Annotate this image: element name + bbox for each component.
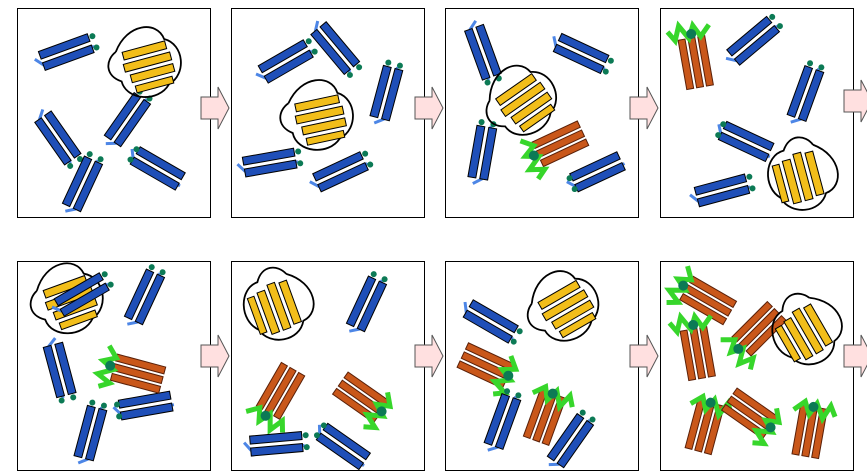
panel-illustration	[18, 262, 211, 471]
panel-row2-step3	[445, 261, 639, 471]
panel-row2-step1	[17, 261, 211, 471]
amyloid-aggregate	[327, 367, 396, 433]
unfolded-hairpin	[33, 31, 101, 72]
panel-row1-step4	[660, 8, 854, 218]
amyloid-aggregate	[453, 337, 521, 398]
step-arrow	[200, 333, 230, 379]
step-arrow	[414, 85, 444, 131]
unfolded-hairpin	[307, 17, 364, 80]
unfolded-hairpin	[548, 31, 615, 77]
unfolded-hairpin	[112, 391, 175, 421]
panel-illustration	[661, 262, 854, 471]
panel-illustration	[661, 9, 854, 218]
unfolded-hairpin	[42, 336, 78, 404]
folded-protein	[758, 280, 854, 377]
unfolded-hairpin	[125, 144, 187, 191]
unfolded-hairpin	[467, 118, 498, 185]
unfolded-hairpin	[307, 149, 374, 195]
unfolded-hairpin	[722, 12, 785, 69]
panel-row1-step3	[445, 8, 639, 218]
unfolded-hairpin	[713, 119, 776, 162]
folded-protein	[514, 262, 611, 355]
step-arrow	[629, 333, 659, 379]
unfolded-hairpin	[236, 147, 303, 178]
amyloid-aggregate	[667, 21, 719, 91]
unfolded-hairpin	[785, 59, 826, 127]
unfolded-hairpin	[244, 431, 310, 457]
panel-illustration	[232, 9, 425, 218]
panel-row1-step1	[17, 8, 211, 218]
panel-illustration	[446, 262, 639, 471]
unfolded-hairpin	[458, 297, 524, 347]
panel-illustration	[446, 9, 639, 218]
panel-row2-step4	[660, 261, 854, 471]
unfolded-hairpin	[122, 263, 168, 330]
amyloid-aggregate	[716, 383, 785, 449]
panel-illustration	[232, 262, 425, 471]
panel-row2-step2	[231, 261, 425, 471]
amyloid-aggregate	[786, 399, 837, 460]
unfolded-hairpin	[31, 106, 85, 171]
unfolded-hairpin	[311, 420, 372, 471]
step-arrow	[843, 78, 867, 124]
folded-protein	[100, 20, 188, 106]
step-arrow	[843, 333, 867, 379]
amyloid-aggregate	[244, 359, 312, 435]
step-arrow	[414, 333, 444, 379]
unfolded-hairpin	[688, 172, 756, 208]
folded-protein	[274, 74, 359, 157]
panel-row1-step2	[231, 8, 425, 218]
unfolded-hairpin	[564, 151, 627, 194]
unfolded-hairpin	[368, 59, 404, 127]
panel-illustration	[18, 9, 211, 218]
unfolded-hairpin	[72, 399, 108, 467]
amyloid-aggregate	[679, 393, 734, 457]
unfolded-hairpin	[253, 36, 319, 86]
step-arrow	[629, 85, 659, 131]
step-arrow	[200, 85, 230, 131]
unfolded-hairpin	[344, 270, 390, 337]
unfolded-hairpin	[482, 387, 523, 455]
folded-protein	[233, 262, 323, 349]
amyloid-aggregate	[669, 312, 721, 382]
